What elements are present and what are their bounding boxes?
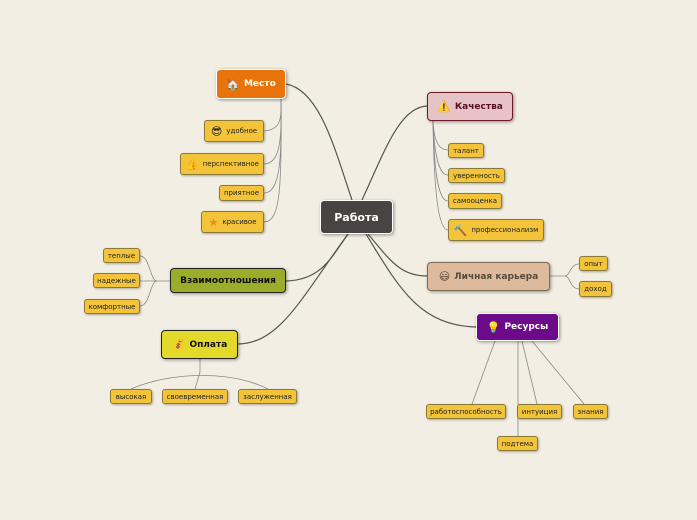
leaf-convenient[interactable]: 😎удобное xyxy=(204,120,264,142)
leaf-label: уверенность xyxy=(453,171,500,180)
topic-career[interactable]: 😃Личная карьера xyxy=(427,262,550,291)
leaf-label: приятное xyxy=(223,189,260,197)
topic-qualities[interactable]: ⚠️Качества xyxy=(427,92,513,121)
topic-label: Взаимоотношения xyxy=(180,275,276,286)
leaf-label: талант xyxy=(453,146,479,155)
leaf-label: интуиция xyxy=(521,407,558,416)
leaf-pleasant[interactable]: приятное xyxy=(219,185,264,201)
leaf-label: знания xyxy=(577,407,604,416)
gavel-icon: 🔨 xyxy=(453,223,468,237)
leaf-reliable[interactable]: надежные xyxy=(93,273,140,288)
leaf-income[interactable]: доход xyxy=(579,281,612,297)
center-node[interactable]: Работа xyxy=(320,200,393,234)
leaf-label: работоспособность xyxy=(430,407,502,416)
smiley-icon: 😃 xyxy=(438,270,451,283)
topic-place[interactable]: 🏠Место xyxy=(216,69,286,99)
topic-label: Ресурсы xyxy=(504,322,549,332)
leaf-self-esteem[interactable]: самооценка xyxy=(448,193,502,209)
leaf-intuition[interactable]: интуиция xyxy=(517,404,562,419)
leaf-label: самооценка xyxy=(452,197,498,205)
sunglasses-smiley-icon: 😎 xyxy=(210,124,223,138)
leaf-label: опыт xyxy=(584,259,603,268)
topic-relations[interactable]: Взаимоотношения xyxy=(170,268,286,293)
topic-label: Оплата xyxy=(189,339,228,350)
topic-label: Личная карьера xyxy=(454,271,539,282)
leaf-comfortable[interactable]: комфортные xyxy=(84,299,140,314)
topic-payment[interactable]: 💰Оплата xyxy=(161,330,238,359)
topic-resources[interactable]: 💡Ресурсы xyxy=(476,313,559,341)
leaf-experience[interactable]: опыт xyxy=(579,256,608,271)
leaf-label: красивое xyxy=(222,218,257,226)
leaf-label: своевременная xyxy=(166,392,224,401)
leaf-label: подтема xyxy=(501,439,534,448)
leaf-talent[interactable]: талант xyxy=(448,143,484,158)
leaf-label: доход xyxy=(584,285,607,293)
leaf-subtopic[interactable]: подтема xyxy=(497,436,538,451)
leaf-label: высокая xyxy=(115,392,147,401)
topic-label: Место xyxy=(243,79,276,89)
leaf-high[interactable]: высокая xyxy=(110,389,152,404)
leaf-professionalism[interactable]: 🔨профессионализм xyxy=(448,219,544,241)
leaf-knowledge[interactable]: знания xyxy=(573,404,608,419)
leaf-label: надежные xyxy=(97,276,136,285)
leaf-confidence[interactable]: уверенность xyxy=(448,168,505,183)
leaf-label: комфортные xyxy=(88,302,136,311)
leaf-warm[interactable]: теплые xyxy=(103,248,140,263)
leaf-label: теплые xyxy=(107,251,136,260)
leaf-label: удобное xyxy=(226,127,258,135)
warning-icon: ⚠️ xyxy=(437,100,451,113)
leaf-label: заслуженная xyxy=(243,392,292,401)
leaf-promising[interactable]: 👍перспективное xyxy=(180,153,264,175)
topic-label: Качества xyxy=(454,101,503,112)
house-icon: 🏠 xyxy=(226,77,240,91)
leaf-label: профессионализм xyxy=(471,226,539,234)
lightbulb-icon: 💡 xyxy=(486,320,501,334)
leaf-timely[interactable]: своевременная xyxy=(162,389,228,404)
leaf-capacity[interactable]: работоспособность xyxy=(426,404,506,419)
leaf-beautiful[interactable]: ★красивое xyxy=(201,211,264,233)
center-label: Работа xyxy=(334,210,379,224)
money-bag-icon: 💰 xyxy=(171,338,186,351)
star-icon: ★ xyxy=(208,215,219,229)
leaf-label: перспективное xyxy=(202,160,259,168)
thumbs-up-icon: 👍 xyxy=(185,157,199,171)
leaf-deserved[interactable]: заслуженная xyxy=(238,389,297,404)
